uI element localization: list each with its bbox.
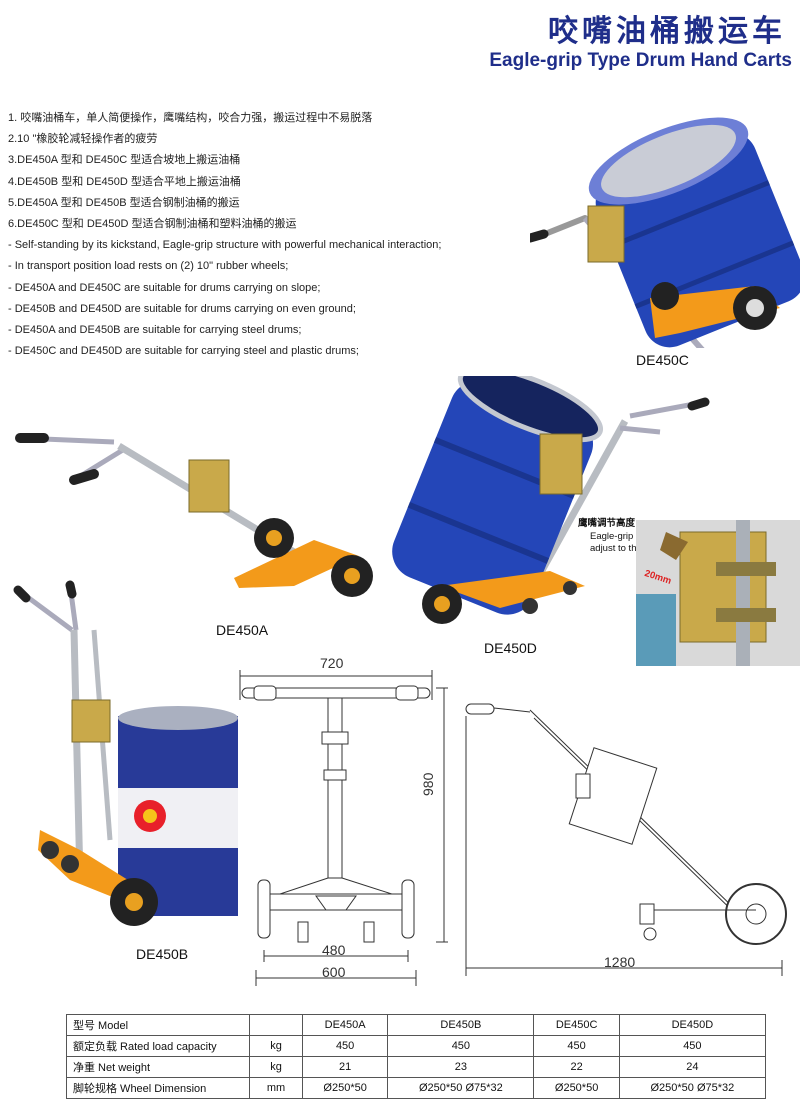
- table-cell: 450: [533, 1035, 620, 1057]
- model-label-de450b: DE450B: [136, 946, 189, 962]
- side-view-drawing: [465, 703, 787, 976]
- table-row: 净重 Net weight kg 21 23 22 24: [66, 1056, 767, 1078]
- table-header-cell: [249, 1014, 303, 1036]
- detail-note-cn: 鹰嘴调节高度: [578, 518, 636, 529]
- table-cell: 24: [618, 1056, 767, 1078]
- model-label-de450a: DE450A: [216, 622, 269, 638]
- de450d-photo: [392, 376, 710, 624]
- dim-base-width: 600: [322, 964, 346, 980]
- table-cell: Ø250*50 Ø75*32: [387, 1077, 535, 1099]
- table-cell: Ø250*50: [533, 1077, 620, 1099]
- feature-item: - In transport position load rests on (2…: [8, 260, 289, 273]
- table-row: 额定负载 Rated load capacity kg 450 450 450 …: [66, 1035, 767, 1057]
- table-cell: kg: [249, 1035, 303, 1057]
- dim-top-width: 720: [320, 655, 344, 671]
- title-chinese: 咬嘴油桶搬运车: [548, 14, 786, 49]
- model-label-de450c: DE450C: [636, 352, 689, 368]
- feature-item: - DE450A and DE450C are suitable for dru…: [8, 281, 321, 294]
- front-view-drawing: [239, 670, 448, 986]
- table-cell: kg: [249, 1056, 303, 1078]
- feature-item: - DE450A and DE450B are suitable for car…: [8, 324, 302, 337]
- table-cell: 额定负载 Rated load capacity: [66, 1035, 250, 1057]
- feature-item: - DE450B and DE450D are suitable for dru…: [8, 302, 356, 315]
- table-cell: 450: [387, 1035, 535, 1057]
- feature-item: 3.DE450A 型和 DE450C 型适合坡地上搬运油桶: [8, 154, 241, 167]
- feature-item: 6.DE450C 型和 DE450D 型适合钢制油桶和塑料油桶的搬运: [8, 218, 297, 231]
- detail-note-en-line1: Eagle-grip need: [590, 531, 658, 542]
- table-header-cell: DE450D: [618, 1014, 767, 1036]
- eagle-grip-detail-photo: [636, 520, 800, 666]
- de450b-photo: [13, 580, 238, 926]
- de450c-photo: [530, 117, 800, 348]
- feature-item: 1. 咬嘴油桶车，单人简便操作，鹰嘴结构，咬合力强，搬运过程中不易脱落: [8, 112, 373, 124]
- table-cell: 净重 Net weight: [66, 1056, 250, 1078]
- table-header-cell: DE450B: [387, 1014, 535, 1036]
- table-cell: mm: [249, 1077, 303, 1099]
- feature-item: 2.10 "橡胶轮减轻操作者的疲劳: [8, 133, 158, 146]
- feature-item: 5.DE450A 型和 DE450B 型适合钢制油桶的搬运: [8, 196, 240, 209]
- table-header-cell: 型号 Model: [66, 1014, 250, 1036]
- detail-note-en-line2: adjust to this height: [590, 543, 672, 554]
- table-cell: 450: [301, 1035, 389, 1057]
- table-cell: 23: [387, 1056, 535, 1078]
- table-row: 脚轮规格 Wheel Dimension mm Ø250*50 Ø250*50 …: [66, 1077, 767, 1099]
- de450a-photo: [15, 433, 373, 597]
- table-cell: 脚轮规格 Wheel Dimension: [66, 1077, 250, 1099]
- feature-item: 4.DE450B 型和 DE450D 型适合平地上搬运油桶: [8, 175, 241, 188]
- title-english: Eagle-grip Type Drum Hand Carts: [489, 50, 792, 71]
- table-cell: 22: [533, 1056, 620, 1078]
- dim-length: 1280: [604, 954, 636, 970]
- table-cell: Ø250*50: [301, 1077, 389, 1099]
- dim-height: 980: [420, 772, 436, 796]
- model-label-de450d: DE450D: [484, 640, 537, 656]
- table-cell: Ø250*50 Ø75*32: [618, 1077, 767, 1099]
- table-header-cell: DE450C: [533, 1014, 620, 1036]
- table-cell: 450: [618, 1035, 767, 1057]
- dim-wheel-track: 480: [322, 942, 346, 958]
- table-cell: 21: [301, 1056, 389, 1078]
- feature-item: - Self-standing by its kickstand, Eagle-…: [8, 239, 442, 252]
- table-header-row: 型号 Model DE450A DE450B DE450C DE450D: [66, 1014, 767, 1036]
- table-header-cell: DE450A: [301, 1014, 389, 1036]
- spec-table: 型号 Model DE450A DE450B DE450C DE450D 额定负…: [66, 1014, 767, 1099]
- feature-item: - DE450C and DE450D are suitable for car…: [8, 345, 359, 358]
- feature-list: 1. 咬嘴油桶车，单人简便操作，鹰嘴结构，咬合力强，搬运过程中不易脱落 2.10…: [8, 108, 528, 362]
